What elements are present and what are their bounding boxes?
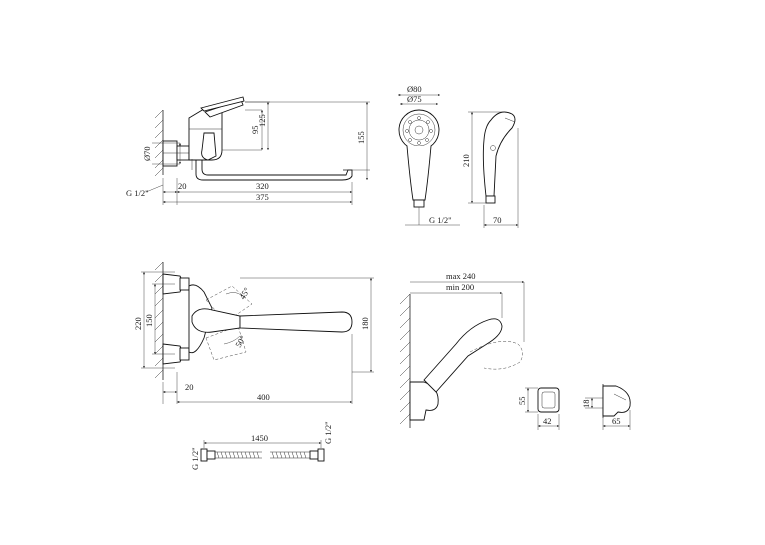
shower-nozzles	[405, 116, 433, 145]
top-dim-220: 220	[133, 317, 143, 330]
top-eccentrics	[162, 273, 190, 365]
top-dim-50: 50°	[233, 334, 248, 349]
front-dimensions	[145, 101, 370, 205]
top-dim-400: 400	[257, 392, 270, 402]
holder-dim-55: 55	[517, 397, 527, 406]
head-dim-d80: Ø80	[407, 84, 422, 94]
front-spout	[195, 159, 353, 181]
hose-dim-g12-right: G 1/2"	[323, 421, 333, 444]
head-dim-d75: Ø75	[407, 94, 422, 104]
front-dim-375: 375	[256, 192, 269, 202]
hose-dim-1450: 1450	[251, 433, 268, 443]
front-dim-320: 320	[256, 181, 269, 191]
top-wall-hatch	[154, 261, 164, 380]
front-mixer-body	[188, 96, 245, 170]
top-dim-20: 20	[185, 382, 194, 392]
wall-dim-max-240: max 240	[446, 271, 476, 281]
holder-dim-42: 42	[543, 416, 552, 426]
holder-dim-18: 18	[581, 400, 591, 409]
front-dim-20: 20	[178, 181, 187, 191]
holder-front: 55 42	[517, 387, 560, 430]
front-view: 95 125 155 Ø70 G 1/2" 20 320 375	[126, 96, 370, 205]
holder-side: 18 65	[581, 384, 631, 430]
top-dimensions	[141, 271, 374, 404]
hose-dim-g12-left: G 1/2"	[190, 447, 200, 470]
head-dim-g12: G 1/2"	[429, 215, 452, 225]
front-dim-95: 95	[250, 126, 260, 135]
head-dim-210: 210	[461, 154, 471, 167]
shower-head-side: 210 70	[461, 111, 519, 228]
top-spout	[239, 311, 353, 333]
front-dim-g12: G 1/2"	[126, 188, 149, 198]
wall-shower-view: max 240 min 200	[399, 271, 525, 428]
holder-dim-65: 65	[612, 416, 621, 426]
front-dim-125: 125	[257, 114, 267, 127]
front-eccentric	[162, 140, 200, 167]
front-dim-d70: Ø70	[142, 146, 152, 161]
top-dim-45: 45°	[237, 286, 252, 301]
shower-head-front: Ø80 Ø75 G 1/2"	[398, 84, 460, 226]
top-dim-150: 150	[144, 314, 154, 327]
wall-hatch-right	[399, 293, 411, 428]
shower-hose: G 1/2" 1450 G 1/2"	[190, 421, 333, 470]
top-dim-180: 180	[360, 317, 370, 330]
top-view: 220 150 180 45° 50° 20 400	[133, 261, 374, 404]
top-mixer-body	[188, 284, 253, 361]
front-dim-155: 155	[356, 131, 366, 144]
wall-dim-min-200: min 200	[446, 282, 474, 292]
head-dim-70: 70	[493, 215, 502, 225]
